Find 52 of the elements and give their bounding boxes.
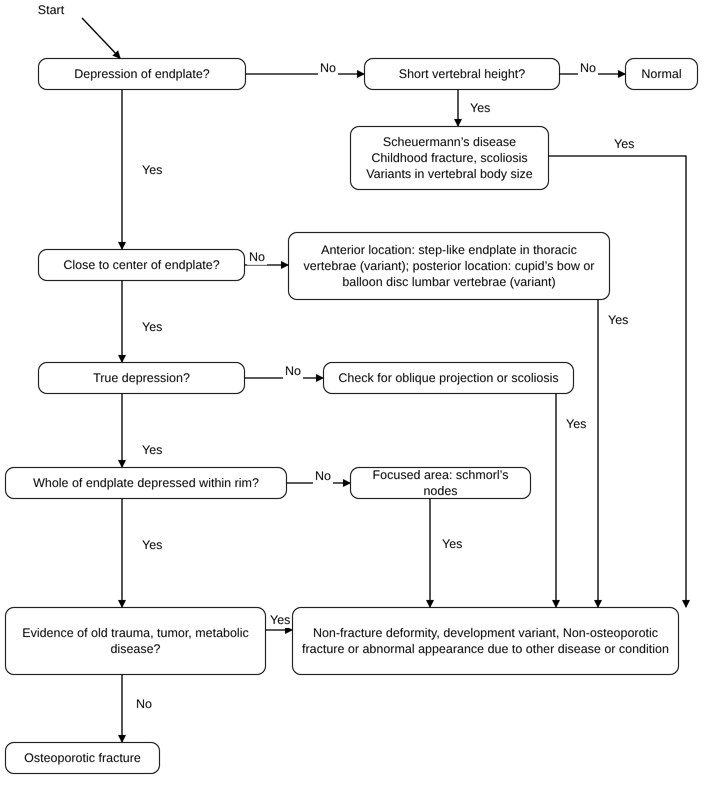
node-text: Short vertebral height? xyxy=(398,66,526,82)
edge-label: No xyxy=(578,61,598,76)
node-text: Close to center of endplate? xyxy=(63,256,220,274)
decision-box xyxy=(38,249,245,281)
process-box xyxy=(292,607,679,675)
node-text: Whole of endplate depressed within rim? xyxy=(33,474,259,492)
start-label: Start xyxy=(38,2,64,18)
node-text: Evidence of old trauma, tumor, metabolic disease? xyxy=(21,624,250,658)
edge-label: No xyxy=(313,469,333,484)
decision-box xyxy=(364,58,560,90)
arrow xyxy=(118,394,126,468)
node-text: True depression? xyxy=(93,370,190,386)
node-text: Scheuermann’s disease xyxy=(382,134,516,150)
arrow xyxy=(426,499,434,608)
process-box xyxy=(350,467,531,499)
edge-label: No xyxy=(247,250,267,265)
arrow xyxy=(118,281,126,363)
node-text: Anterior location: step-like endplate in thoracic vertebrae (variant); posterior location: cupid’s bow or balloon disc lumbar vertebrae (variant) xyxy=(302,242,596,290)
arrow xyxy=(560,70,626,78)
node-text: Variants in vertebral body size xyxy=(366,166,533,182)
process-box xyxy=(5,742,160,774)
arrow xyxy=(549,155,690,608)
process-box xyxy=(350,126,549,190)
arrow xyxy=(266,626,293,634)
process-box xyxy=(323,362,574,394)
arrow xyxy=(454,90,462,127)
arrow xyxy=(245,261,289,269)
arrow xyxy=(118,499,126,608)
node-text: Normal xyxy=(641,66,682,82)
node-text: Childhood fracture, scoliosis xyxy=(371,150,528,166)
decision-box xyxy=(5,607,266,675)
node-text: Depression of endplate? xyxy=(74,66,210,82)
node-text: Non-fracture deformity, development variant, Non-osteoporotic fracture or abnormal appearance due to other disease or condition xyxy=(301,624,670,658)
arrow xyxy=(118,90,126,250)
decision-box xyxy=(38,362,245,394)
arrow xyxy=(245,374,324,382)
arrow xyxy=(246,70,365,78)
process-box xyxy=(625,58,698,90)
decision-box xyxy=(5,467,287,499)
arrow xyxy=(287,479,351,487)
arrow xyxy=(594,300,602,608)
node-text: Osteoporotic fracture xyxy=(24,750,141,766)
edge-label: No xyxy=(318,61,338,76)
arrow xyxy=(82,18,121,59)
edge-label: Yes xyxy=(268,613,292,628)
process-box xyxy=(288,232,610,300)
node-text: Check for oblique projection or scoliosis xyxy=(338,370,559,386)
arrow xyxy=(552,394,560,608)
node-text: Focused area: schmorl’s nodes xyxy=(372,466,510,500)
decision-box xyxy=(38,58,246,90)
arrow xyxy=(118,675,126,743)
edge-label: No xyxy=(283,364,303,379)
